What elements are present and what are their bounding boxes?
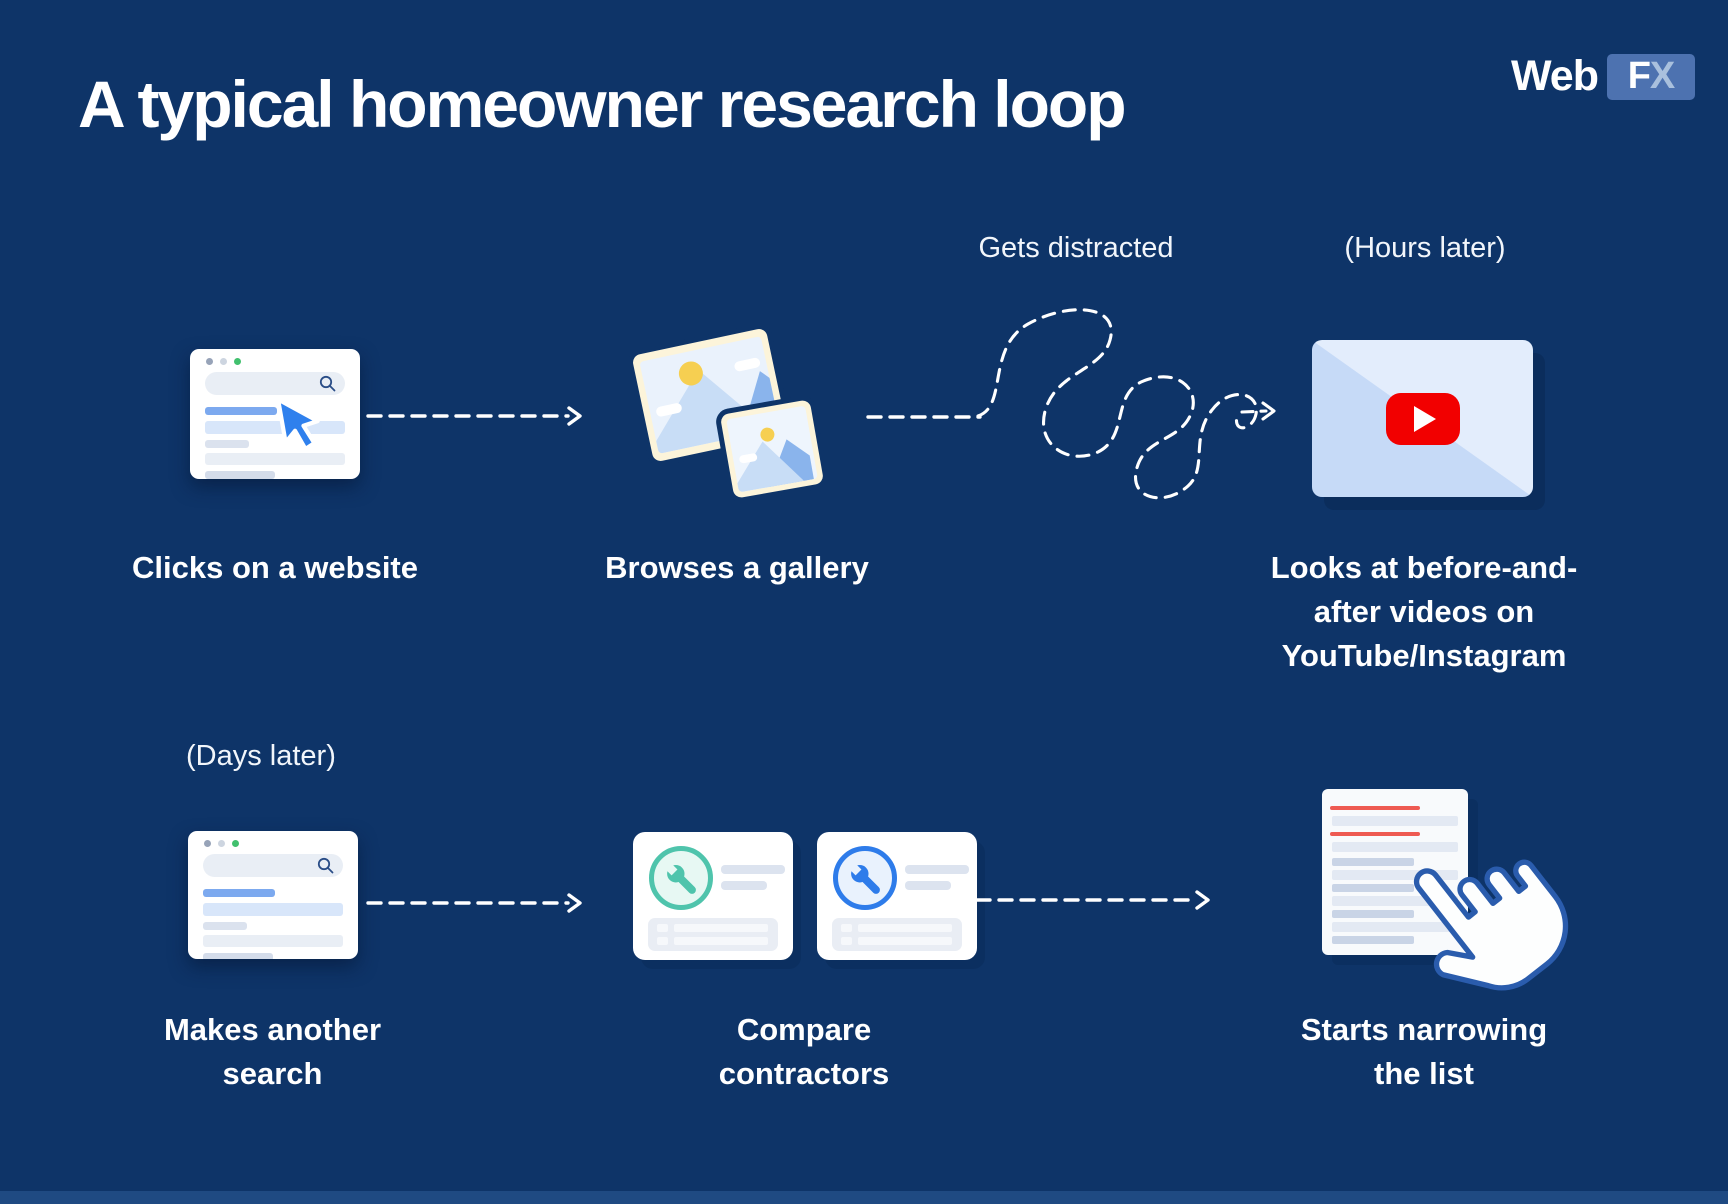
browser-click-icon (190, 349, 360, 479)
distraction-scribble-icon (976, 308, 1276, 500)
caption-starts-narrowing: Starts narrowing the list (1300, 1012, 1548, 1091)
wrench-badge-blue (833, 846, 897, 910)
contractor-card-blue (817, 832, 977, 960)
dashed-arrow-1 (366, 406, 582, 426)
wrench-badge-teal (649, 846, 713, 910)
logo-fx-f: F (1627, 55, 1651, 97)
magnifier-icon (317, 857, 334, 874)
listing-panel (648, 918, 778, 951)
hours-later-label: (Hours later) (1344, 232, 1506, 264)
caption-clicks-website: Clicks on a website (132, 550, 418, 585)
contractor-card-teal (633, 832, 793, 960)
gets-distracted-label: Gets distracted (978, 232, 1174, 264)
logo-fx-x: X (1649, 55, 1675, 97)
dashed-arrow-4 (975, 890, 1210, 910)
youtube-player-icon (1312, 340, 1533, 497)
caption-browses-gallery: Browses a gallery (605, 550, 869, 585)
small-photo-frame (716, 395, 828, 503)
search-bar (203, 854, 343, 877)
wrench-icon (663, 861, 696, 894)
list-strikethrough-click-icon (1322, 789, 1468, 955)
caption-makes-another-search: Makes another search (163, 1012, 382, 1091)
browser-search-icon (188, 831, 358, 959)
mouse-cursor-icon (275, 397, 320, 452)
photo-gallery-icon (628, 324, 828, 503)
youtube-play-button-icon (1385, 392, 1460, 445)
window-dots-icon (206, 358, 241, 365)
page-title: A typical homeowner research loop (78, 67, 1127, 141)
caption-compare-contractors: Compare contractors (718, 1012, 890, 1091)
bottom-accent-bar (0, 1191, 1728, 1204)
dashed-arrow-2 (866, 415, 982, 419)
logo-web-text: Web (1511, 52, 1599, 100)
days-later-label: (Days later) (186, 740, 336, 772)
wrench-icon (847, 861, 880, 894)
listing-panel (832, 918, 962, 951)
window-dots-icon (204, 840, 239, 847)
dashed-arrow-3 (366, 893, 582, 913)
magnifier-icon (319, 375, 336, 392)
caption-before-after-videos: Looks at before-and- after videos on You… (1270, 550, 1578, 673)
search-bar (205, 372, 345, 395)
pointing-hand-icon (1413, 859, 1569, 991)
